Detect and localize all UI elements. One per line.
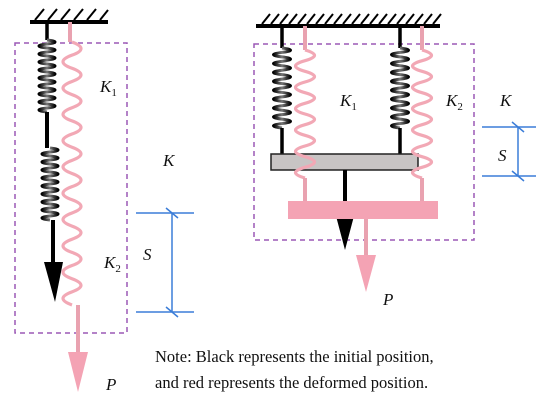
right-k2-label: K2	[445, 91, 463, 113]
right-k1-label: K1	[339, 91, 357, 113]
left-p-label: P	[105, 375, 116, 394]
right-deformed-springs	[293, 26, 434, 202]
left-panel: K1 K2 K S P	[14, 8, 194, 394]
left-load-arrowhead	[68, 352, 88, 392]
left-displacement-dimension	[136, 207, 194, 318]
left-initial-spring	[37, 22, 63, 302]
right-k-label: K	[499, 91, 513, 110]
right-deformed-plate	[288, 201, 438, 219]
left-s-label: S	[143, 245, 152, 264]
left-ceiling	[30, 8, 109, 24]
right-ceiling	[256, 13, 442, 28]
right-initial-plate	[270, 153, 419, 171]
left-system-box	[14, 42, 128, 334]
left-k1-label: K1	[99, 77, 117, 99]
right-load-arrow	[356, 219, 376, 292]
right-displacement-dimension	[482, 121, 536, 182]
right-panel: K1 K2 K S P	[253, 13, 536, 309]
left-deformed-spring	[61, 22, 88, 392]
left-k2-label: K2	[103, 253, 121, 275]
right-p-label: P	[382, 290, 393, 309]
left-k-label: K	[162, 151, 176, 170]
left-initial-arrowhead	[44, 262, 63, 302]
note-line-1: Note: Black represents the initial posit…	[155, 347, 434, 366]
note-line-2: and red represents the deformed position…	[155, 373, 428, 392]
right-s-label: S	[498, 146, 507, 165]
right-initial-springs	[272, 26, 410, 155]
